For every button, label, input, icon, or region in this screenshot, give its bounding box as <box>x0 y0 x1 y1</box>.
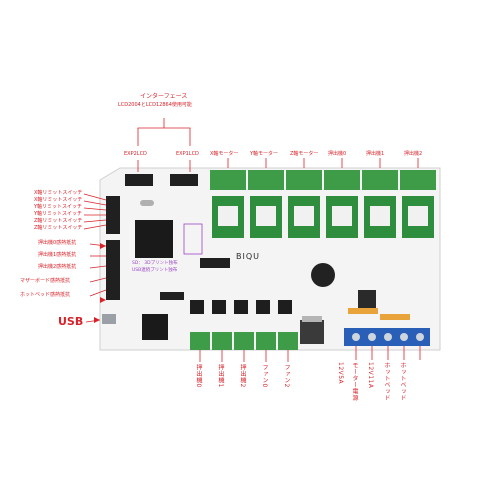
label-y-limit-1: Y軸リミットスイッチ <box>34 204 83 210</box>
label-motor-power: モーター電源 <box>351 362 358 401</box>
label-y-limit-2: Y軸リミットスイッチ <box>34 211 83 217</box>
label-fan1: ファン2 <box>283 364 290 388</box>
label-heater2: 押出機2 <box>239 364 246 388</box>
usb-chip <box>142 314 168 340</box>
label-fan0: ファン0 <box>261 364 268 388</box>
exp2-header <box>125 174 153 186</box>
sd-box <box>183 223 203 255</box>
label-usb: USB <box>58 315 84 328</box>
label-bed-power: ホットベッド <box>383 362 390 401</box>
label-thermistor-2: 押出機2感熱抵抗 <box>38 264 77 270</box>
label-thermistor-0: 押出機0感熱抵抗 <box>38 240 77 246</box>
fuse-2 <box>380 314 410 320</box>
label-thermistor-bed: ホットベッド感熱抵抗 <box>20 292 71 298</box>
label-exp1: EXP1LCD <box>176 151 199 157</box>
label-x-limit-2: X軸リミットスイッチ <box>34 197 83 203</box>
label-heater0: 押出機0 <box>195 364 202 388</box>
label-z-limit-2: Z軸リミットスイッチ <box>34 225 83 231</box>
usb-note: USB連続プリント独布 <box>132 268 178 273</box>
label-exp2: EXP2LCD <box>124 151 147 157</box>
label-z-limit-1: Z軸リミットスイッチ <box>34 218 83 224</box>
stepper-drivers <box>212 196 434 238</box>
label-thermistor-board: マザーボード感熱抵抗 <box>20 278 71 284</box>
label-12v11a: 12V11A <box>367 362 374 389</box>
label-thermistor-1: 押出機1感熱抵抗 <box>38 252 77 258</box>
fuse-1 <box>348 308 378 314</box>
exp1-header <box>170 174 198 186</box>
label-hotbed: ホットベッド <box>399 362 406 401</box>
limit-switch-header <box>106 196 120 234</box>
label-12v5a: 12V5A <box>337 362 344 385</box>
inductor <box>311 263 335 287</box>
interface-subtitle: LCD2004とLCD12864使用可能 <box>118 102 192 108</box>
regulator <box>300 320 324 344</box>
mosfets <box>190 300 292 314</box>
thermistor-header <box>106 240 120 300</box>
label-x-limit-1: X軸リミットスイッチ <box>34 190 83 196</box>
interface-title: インターフェース <box>140 93 188 100</box>
label-extruder0: 押出機0 <box>328 151 347 157</box>
usb-connector <box>102 314 116 324</box>
sd-note: SD： 3Dプリント独布 <box>132 261 178 266</box>
bottom-green-terminals <box>190 332 298 350</box>
label-heater1: 押出機1 <box>217 364 224 388</box>
label-x-motor: X軸モーター <box>210 151 239 157</box>
mcu-chip <box>135 220 173 258</box>
label-extruder2: 押出機2 <box>404 151 423 157</box>
label-extruder1: 押出機1 <box>366 151 385 157</box>
label-z-motor: Z軸モーター <box>290 151 319 157</box>
top-green-terminals <box>210 170 436 190</box>
brand-logo: BIQU <box>236 252 260 261</box>
label-y-motor: Y軸モーター <box>250 151 279 157</box>
